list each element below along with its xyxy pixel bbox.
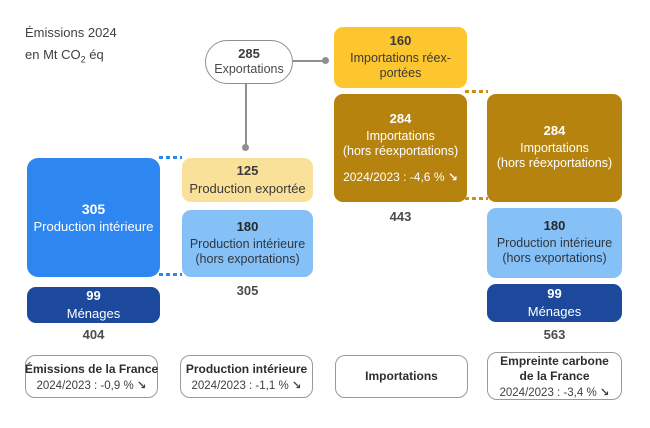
importations-reexportees-box: 160 Importations réex- portées [334,27,467,88]
importations-left-line2: (hors réexportations) [342,143,459,158]
menages-left-box: 99 Ménages [27,287,160,323]
production-hors-exportations-right-box: 180 Production intérieure (hors exportat… [487,208,622,278]
importations-left-line1: Importations [366,128,435,143]
exportations-node: 285 Exportations [205,40,293,84]
production-interieure-value: 305 [81,200,106,217]
menages-left-value: 99 [86,287,101,303]
legend-emissions-title: Émissions de la France [24,361,159,376]
legend-importations: Importations [335,355,468,398]
connector-line-horizontal [293,60,326,62]
title-line-1: Émissions 2024 [25,25,117,40]
legend-footprint-title-line2: de la France [519,368,590,383]
production-exportee-value: 125 [236,162,259,178]
total-imports: 443 [389,209,412,224]
importations-reexportees-value: 160 [389,32,412,48]
connector-dot-down [242,144,249,151]
down-trend-arrow-icon: ↘ [291,377,302,392]
production-hors-exportations-mid-line1: Production intérieure [189,236,306,251]
down-trend-arrow-icon: ↘ [599,384,610,399]
diagram-title: Émissions 2024 en Mt CO2 éq [25,22,117,71]
dashed-connector-blue-bottom [159,273,182,276]
importations-right-value: 284 [543,123,566,139]
connector-line-vertical [245,83,247,148]
production-interieure-label: Production intérieure [33,218,154,234]
production-hors-exportations-right-value: 180 [543,218,566,234]
dashed-connector-gold-top [465,90,488,93]
total-production: 305 [236,283,259,298]
legend-production-change: 2024/2023 : -1,1 % ↘ [191,377,302,392]
total-footprint: 563 [543,327,566,342]
down-trend-arrow-icon: ↘ [447,170,458,185]
importations-reexportees-line2: portées [379,65,422,80]
importations-left-change: 2024/2023 : -4,6 % ↘ [343,170,458,185]
connector-dot-right [322,57,329,64]
exportations-value: 285 [238,45,260,61]
dashed-connector-gold-bottom [465,197,488,200]
legend-empreinte-carbone: Empreinte carbone de la France 2024/2023… [487,352,622,400]
production-hors-exportations-mid-line2: (hors exportations) [195,251,300,266]
importations-reexportees-line1: Importations réex- [350,50,451,65]
legend-emissions-change: 2024/2023 : -0,9 % ↘ [36,377,147,392]
legend-footprint-change: 2024/2023 : -3,4 % ↘ [499,384,610,399]
importations-right-line2: (hors réexportations) [496,156,613,171]
legend-importations-title: Importations [365,369,438,383]
importations-hors-reexportations-left-box: 284 Importations (hors réexportations) 2… [334,94,467,202]
legend-footprint-title-line1: Empreinte carbone [500,353,609,368]
dashed-connector-blue-top [159,156,182,159]
importations-left-value: 284 [389,110,412,126]
exportations-label: Exportations [214,61,284,76]
title-line-2: en Mt CO2 éq [25,47,104,65]
legend-emissions-france: Émissions de la France 2024/2023 : -0,9 … [25,355,158,398]
production-hors-exportations-mid-value: 180 [236,218,259,234]
menages-right-box: 99 Ménages [487,284,622,322]
down-trend-arrow-icon: ↘ [136,377,147,392]
importations-hors-reexportations-right-box: 284 Importations (hors réexportations) [487,94,622,202]
production-exportee-box: 125 Production exportée [182,158,313,202]
legend-production-title: Production intérieure [185,361,308,376]
production-exportee-label: Production exportée [189,180,306,196]
production-hors-exportations-right-line1: Production intérieure [496,236,613,251]
menages-left-label: Ménages [66,305,121,321]
importations-right-line1: Importations [520,141,589,156]
production-hors-exportations-mid-box: 180 Production intérieure (hors exportat… [182,210,313,277]
legend-production-interieure: Production intérieure 2024/2023 : -1,1 %… [180,355,313,398]
production-interieure-box: 305 Production intérieure [27,158,160,277]
menages-right-value: 99 [547,285,562,301]
total-emissions: 404 [82,327,105,342]
production-hors-exportations-right-line2: (hors exportations) [502,251,607,266]
menages-right-label: Ménages [527,303,582,319]
